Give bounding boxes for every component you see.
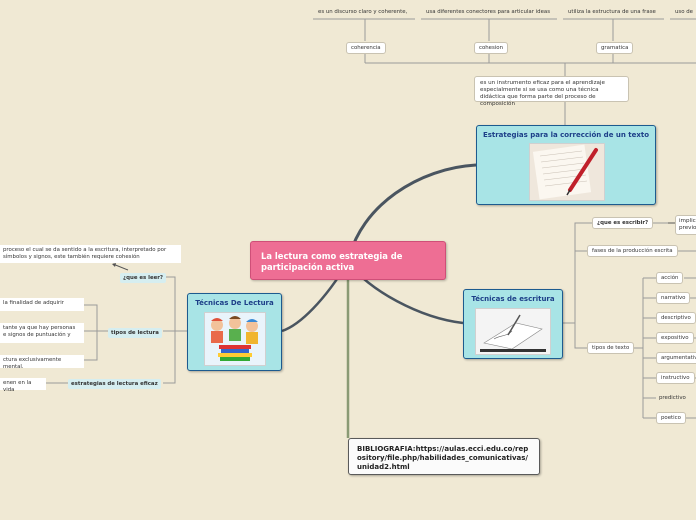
tipo-texto-item[interactable]: narrativo <box>656 292 691 304</box>
cohesion-detail: usa diferentes conectores para articular… <box>426 9 551 15</box>
topic-escritura-title: Técnicas de escritura <box>471 295 555 303</box>
tipo-lectura-item[interactable]: la finalidad de adquirir <box>0 298 84 311</box>
tipo-texto-item[interactable]: instructivo <box>656 372 695 384</box>
tipo-texto-item[interactable]: poetico <box>656 412 686 424</box>
hand-writing-icon <box>476 309 550 354</box>
correccion-description[interactable]: es un instrumento eficaz para el aprendi… <box>474 76 629 107</box>
extra-detail: uso de <box>675 9 693 15</box>
tipo-texto-item[interactable]: expositivo <box>656 332 694 344</box>
que-es-leer-node[interactable]: ¿que es leer? <box>120 273 167 283</box>
central-topic[interactable]: La lectura como estrategia de participac… <box>250 241 446 280</box>
tipo-lectura-item[interactable]: ctura exclusivamente mental. <box>0 355 84 370</box>
tipo-texto-item[interactable]: acción <box>656 272 684 284</box>
estrategias-lectura-node[interactable]: estrategias de lectura eficaz <box>68 379 161 389</box>
tipo-lectura-item[interactable]: tante ya que hay personas e signos de pu… <box>0 323 84 343</box>
cohesion-node[interactable]: cohesion <box>474 42 509 54</box>
fases-produccion-node[interactable]: fases de la producción escrita <box>587 245 678 257</box>
bibliography-node[interactable]: BIBLIOGRAFIA:https://aulas.ecci.edu.co/r… <box>348 438 540 475</box>
topic-escritura[interactable]: Técnicas de escritura <box>463 289 563 359</box>
estrategias-lectura-detail[interactable]: enen en la vida <box>0 378 46 393</box>
tipo-texto-item[interactable]: argumentativo <box>656 352 696 364</box>
coherencia-node[interactable]: coherencia <box>346 42 386 54</box>
topic-lectura-title: Técnicas De Lectura <box>195 299 274 307</box>
que-es-leer-detail[interactable]: proceso el cual se da sentido a la escri… <box>0 245 181 263</box>
tipos-lectura-node[interactable]: tipos de lectura <box>108 328 162 338</box>
que-es-escribir-detail[interactable]: implica previo <box>675 215 696 235</box>
children-books-icon <box>211 316 258 361</box>
kids-reading-image <box>204 312 266 366</box>
topic-correccion[interactable]: Estrategias para la corrección de un tex… <box>476 125 656 205</box>
topic-correccion-title: Estrategias para la corrección de un tex… <box>482 131 650 139</box>
que-es-escribir-node[interactable]: ¿que es escribir? <box>592 217 654 229</box>
pen-icon <box>532 144 598 200</box>
gramatica-detail: utiliza la estructura de una frase <box>568 9 656 15</box>
coherencia-detail: es un discurso claro y coherente, <box>318 9 408 15</box>
tipo-texto-item[interactable]: predictivo <box>659 395 686 401</box>
gramatica-node[interactable]: gramatica <box>596 42 634 54</box>
tipos-texto-node[interactable]: tipos de texto <box>587 342 635 354</box>
writing-image <box>475 308 551 355</box>
tipo-texto-item[interactable]: descriptivo <box>656 312 696 324</box>
topic-lectura[interactable]: Técnicas De Lectura <box>187 293 282 371</box>
pen-paper-image <box>529 143 605 201</box>
